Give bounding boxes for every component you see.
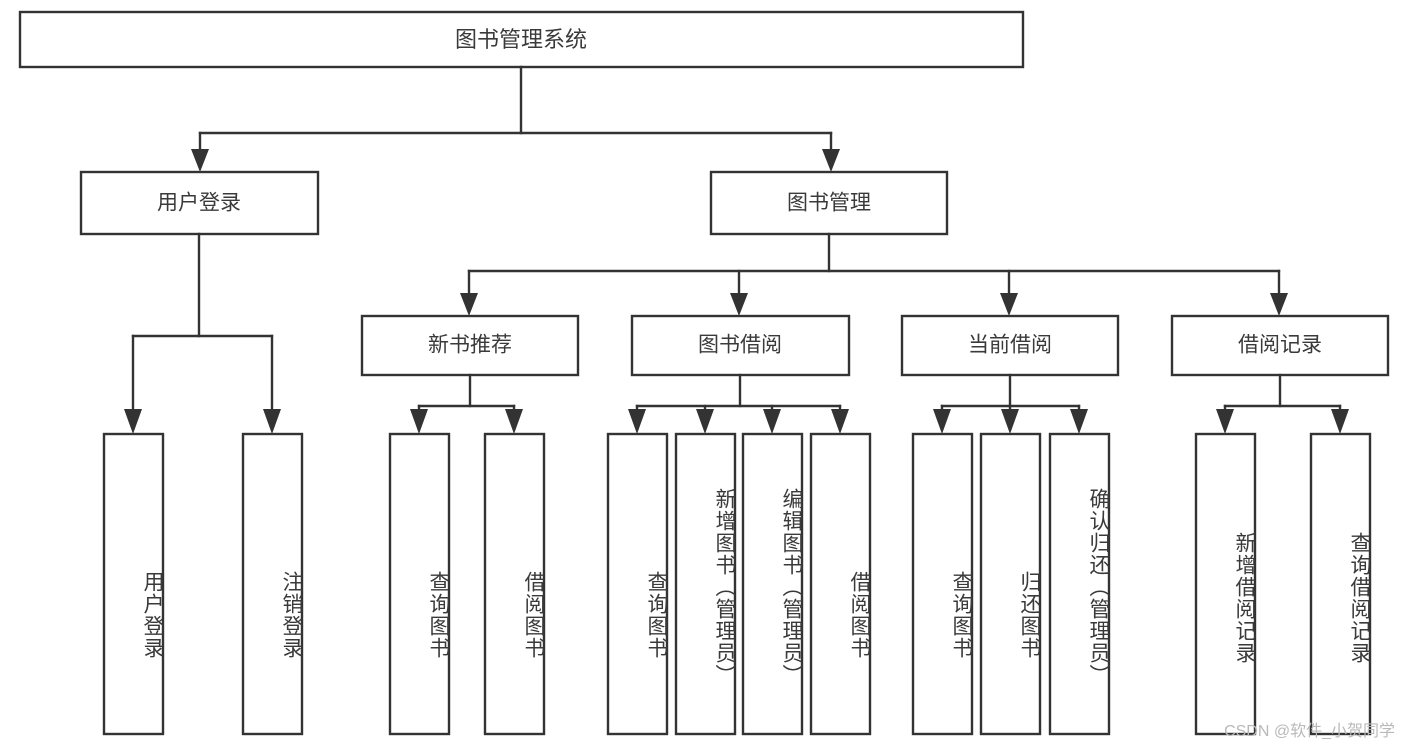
arrow-head-icon (730, 293, 748, 316)
arrow-head-icon (1331, 409, 1349, 434)
arrow-head-icon (1216, 409, 1234, 434)
connector-current-borrow-to-leaves (933, 373, 1088, 434)
connector-user-login-to-leaves (124, 232, 281, 434)
node-book-borrow[interactable]: 图书借阅 (630, 314, 851, 377)
node-book-borrow-label: 图书借阅 (698, 334, 782, 357)
node-new-book-recommend-label: 新书推荐 (428, 334, 512, 357)
node-book-management[interactable]: 图书管理 (709, 170, 949, 236)
arrow-head-icon (1270, 293, 1288, 316)
node-new-book-recommend[interactable]: 新书推荐 (360, 314, 580, 377)
arrow-head-icon (124, 409, 142, 434)
arrow-head-icon (505, 409, 523, 434)
node-current-borrow-label: 当前借阅 (968, 334, 1052, 357)
connector-root-to-level1 (191, 65, 840, 172)
leaf-box-logout[interactable] (241, 432, 304, 736)
arrow-head-icon (1000, 293, 1018, 316)
node-borrow-record[interactable]: 借阅记录 (1170, 314, 1390, 377)
connector-new-book-to-leaves (410, 373, 523, 434)
arrow-head-icon (1070, 409, 1088, 434)
arrow-head-icon (763, 409, 781, 434)
node-root-box[interactable] (18, 10, 1025, 69)
leaf-box-borrow-book[interactable] (809, 432, 872, 736)
arrow-head-icon (191, 149, 209, 172)
leaf-box-add-borrow-record[interactable] (1194, 432, 1257, 736)
connector-borrow-record-to-leaves (1216, 373, 1349, 434)
node-root[interactable]: 图书管理系统 (18, 10, 1025, 69)
watermark: CSDN @软件_小贺同学 (1224, 723, 1395, 740)
leaf-box-add-book-admin[interactable] (674, 432, 737, 736)
arrow-head-icon (410, 409, 428, 434)
leaf-box-confirm-return-admin[interactable] (1048, 432, 1111, 736)
arrow-head-icon (263, 409, 281, 434)
arrow-head-icon (831, 409, 849, 434)
leaf-box-return-book[interactable] (979, 432, 1042, 736)
connector-book-borrow-to-leaves (628, 373, 849, 434)
connector-book-management-to-level2 (460, 232, 1288, 316)
arrow-head-icon (460, 293, 478, 316)
node-user-login[interactable]: 用户登录 (79, 170, 320, 236)
leaf-box-edit-book-admin[interactable] (741, 432, 804, 736)
leaf-box-query-book-current[interactable] (911, 432, 974, 736)
node-borrow-record-label: 借阅记录 (1238, 334, 1322, 357)
node-new-book-recommend-box[interactable] (360, 314, 580, 377)
arrow-head-icon (933, 409, 951, 434)
leaf-box-user-login[interactable] (102, 432, 165, 736)
arrow-head-icon (822, 149, 840, 172)
leaf-box-borrow-book-new[interactable] (483, 432, 546, 736)
arrow-head-icon (1001, 409, 1019, 434)
arrow-head-icon (696, 409, 714, 434)
node-user-login-box[interactable] (79, 170, 320, 236)
node-current-borrow-box[interactable] (900, 314, 1120, 377)
leaf-box-query-book-borrow[interactable] (606, 432, 669, 736)
node-book-management-label: 图书管理 (787, 192, 871, 215)
leaf-box-query-borrow-record[interactable] (1309, 432, 1372, 736)
node-user-login-label: 用户登录 (157, 192, 241, 215)
leaf-box-query-book-new[interactable] (388, 432, 451, 736)
arrow-head-icon (628, 409, 646, 434)
node-root-label: 图书管理系统 (455, 27, 587, 52)
node-current-borrow[interactable]: 当前借阅 (900, 314, 1120, 377)
